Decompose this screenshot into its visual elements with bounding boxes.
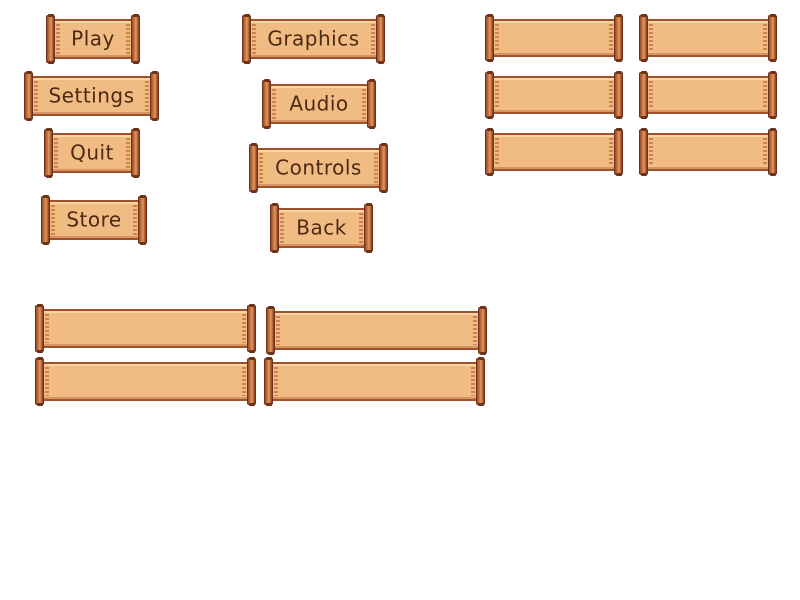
scroll-roll-right xyxy=(768,128,777,176)
blank-long-scroll-button[interactable] xyxy=(35,304,256,353)
scroll-roll-left xyxy=(264,357,273,406)
play-label: Play xyxy=(71,26,115,51)
scroll-paper xyxy=(491,19,617,57)
scroll-roll-left xyxy=(41,195,50,245)
scroll-paper xyxy=(491,133,617,171)
settings-label: Settings xyxy=(48,83,135,108)
blank-scroll-button[interactable] xyxy=(485,71,623,119)
scroll-roll-right xyxy=(131,128,140,178)
audio-label: Audio xyxy=(289,91,349,116)
scroll-roll-right xyxy=(768,14,777,62)
scroll-roll-right xyxy=(476,357,485,406)
blank-scroll-button[interactable] xyxy=(639,71,777,119)
scroll-paper xyxy=(645,19,771,57)
blank-scroll-button[interactable] xyxy=(485,14,623,62)
back-button[interactable]: Back xyxy=(270,203,373,253)
scroll-paper xyxy=(47,200,141,240)
scroll-roll-left xyxy=(266,306,275,355)
scroll-paper xyxy=(52,19,134,59)
graphics-label: Graphics xyxy=(267,26,360,51)
scroll-paper xyxy=(645,133,771,171)
scroll-paper xyxy=(270,362,479,401)
scroll-roll-right xyxy=(138,195,147,245)
scroll-roll-left xyxy=(44,128,53,178)
play-button[interactable]: Play xyxy=(46,14,140,64)
scroll-paper xyxy=(41,309,250,348)
blank-long-scroll-button[interactable] xyxy=(266,306,487,355)
blank-scroll-button[interactable] xyxy=(485,128,623,176)
store-button[interactable]: Store xyxy=(41,195,147,245)
scroll-roll-right xyxy=(131,14,140,64)
settings-button[interactable]: Settings xyxy=(24,71,159,121)
scroll-roll-right xyxy=(379,143,388,193)
scroll-roll-left xyxy=(35,304,44,353)
scroll-roll-left xyxy=(270,203,279,253)
scroll-paper xyxy=(276,208,367,248)
scroll-paper xyxy=(248,19,379,59)
scroll-paper xyxy=(491,76,617,114)
scroll-roll-left xyxy=(639,128,648,176)
blank-long-scroll-button[interactable] xyxy=(35,357,256,406)
scroll-roll-right xyxy=(478,306,487,355)
store-label: Store xyxy=(66,207,122,232)
scroll-paper xyxy=(272,311,481,350)
scroll-paper xyxy=(41,362,250,401)
scroll-paper xyxy=(50,133,134,173)
scroll-roll-right xyxy=(247,304,256,353)
scroll-roll-right xyxy=(614,128,623,176)
scroll-roll-right xyxy=(614,14,623,62)
scroll-roll-right xyxy=(364,203,373,253)
scroll-roll-left xyxy=(639,71,648,119)
scroll-paper xyxy=(30,76,153,116)
scroll-roll-right xyxy=(768,71,777,119)
scroll-roll-right xyxy=(367,79,376,129)
scroll-roll-left xyxy=(35,357,44,406)
scroll-roll-left xyxy=(262,79,271,129)
scroll-roll-left xyxy=(485,128,494,176)
scroll-paper xyxy=(255,148,382,188)
scroll-roll-left xyxy=(249,143,258,193)
scroll-paper xyxy=(268,84,370,124)
scroll-paper xyxy=(645,76,771,114)
scroll-roll-left xyxy=(639,14,648,62)
scroll-roll-left xyxy=(24,71,33,121)
blank-scroll-button[interactable] xyxy=(639,14,777,62)
scroll-roll-right xyxy=(376,14,385,64)
scroll-roll-left xyxy=(485,14,494,62)
scroll-roll-right xyxy=(247,357,256,406)
blank-long-scroll-button[interactable] xyxy=(264,357,485,406)
graphics-button[interactable]: Graphics xyxy=(242,14,385,64)
scroll-roll-right xyxy=(150,71,159,121)
controls-button[interactable]: Controls xyxy=(249,143,388,193)
scroll-roll-right xyxy=(614,71,623,119)
back-label: Back xyxy=(296,215,347,240)
blank-scroll-button[interactable] xyxy=(639,128,777,176)
scroll-roll-left xyxy=(46,14,55,64)
controls-label: Controls xyxy=(275,155,362,180)
scroll-roll-left xyxy=(485,71,494,119)
quit-button[interactable]: Quit xyxy=(44,128,140,178)
audio-button[interactable]: Audio xyxy=(262,79,376,129)
scroll-roll-left xyxy=(242,14,251,64)
quit-label: Quit xyxy=(70,140,114,165)
